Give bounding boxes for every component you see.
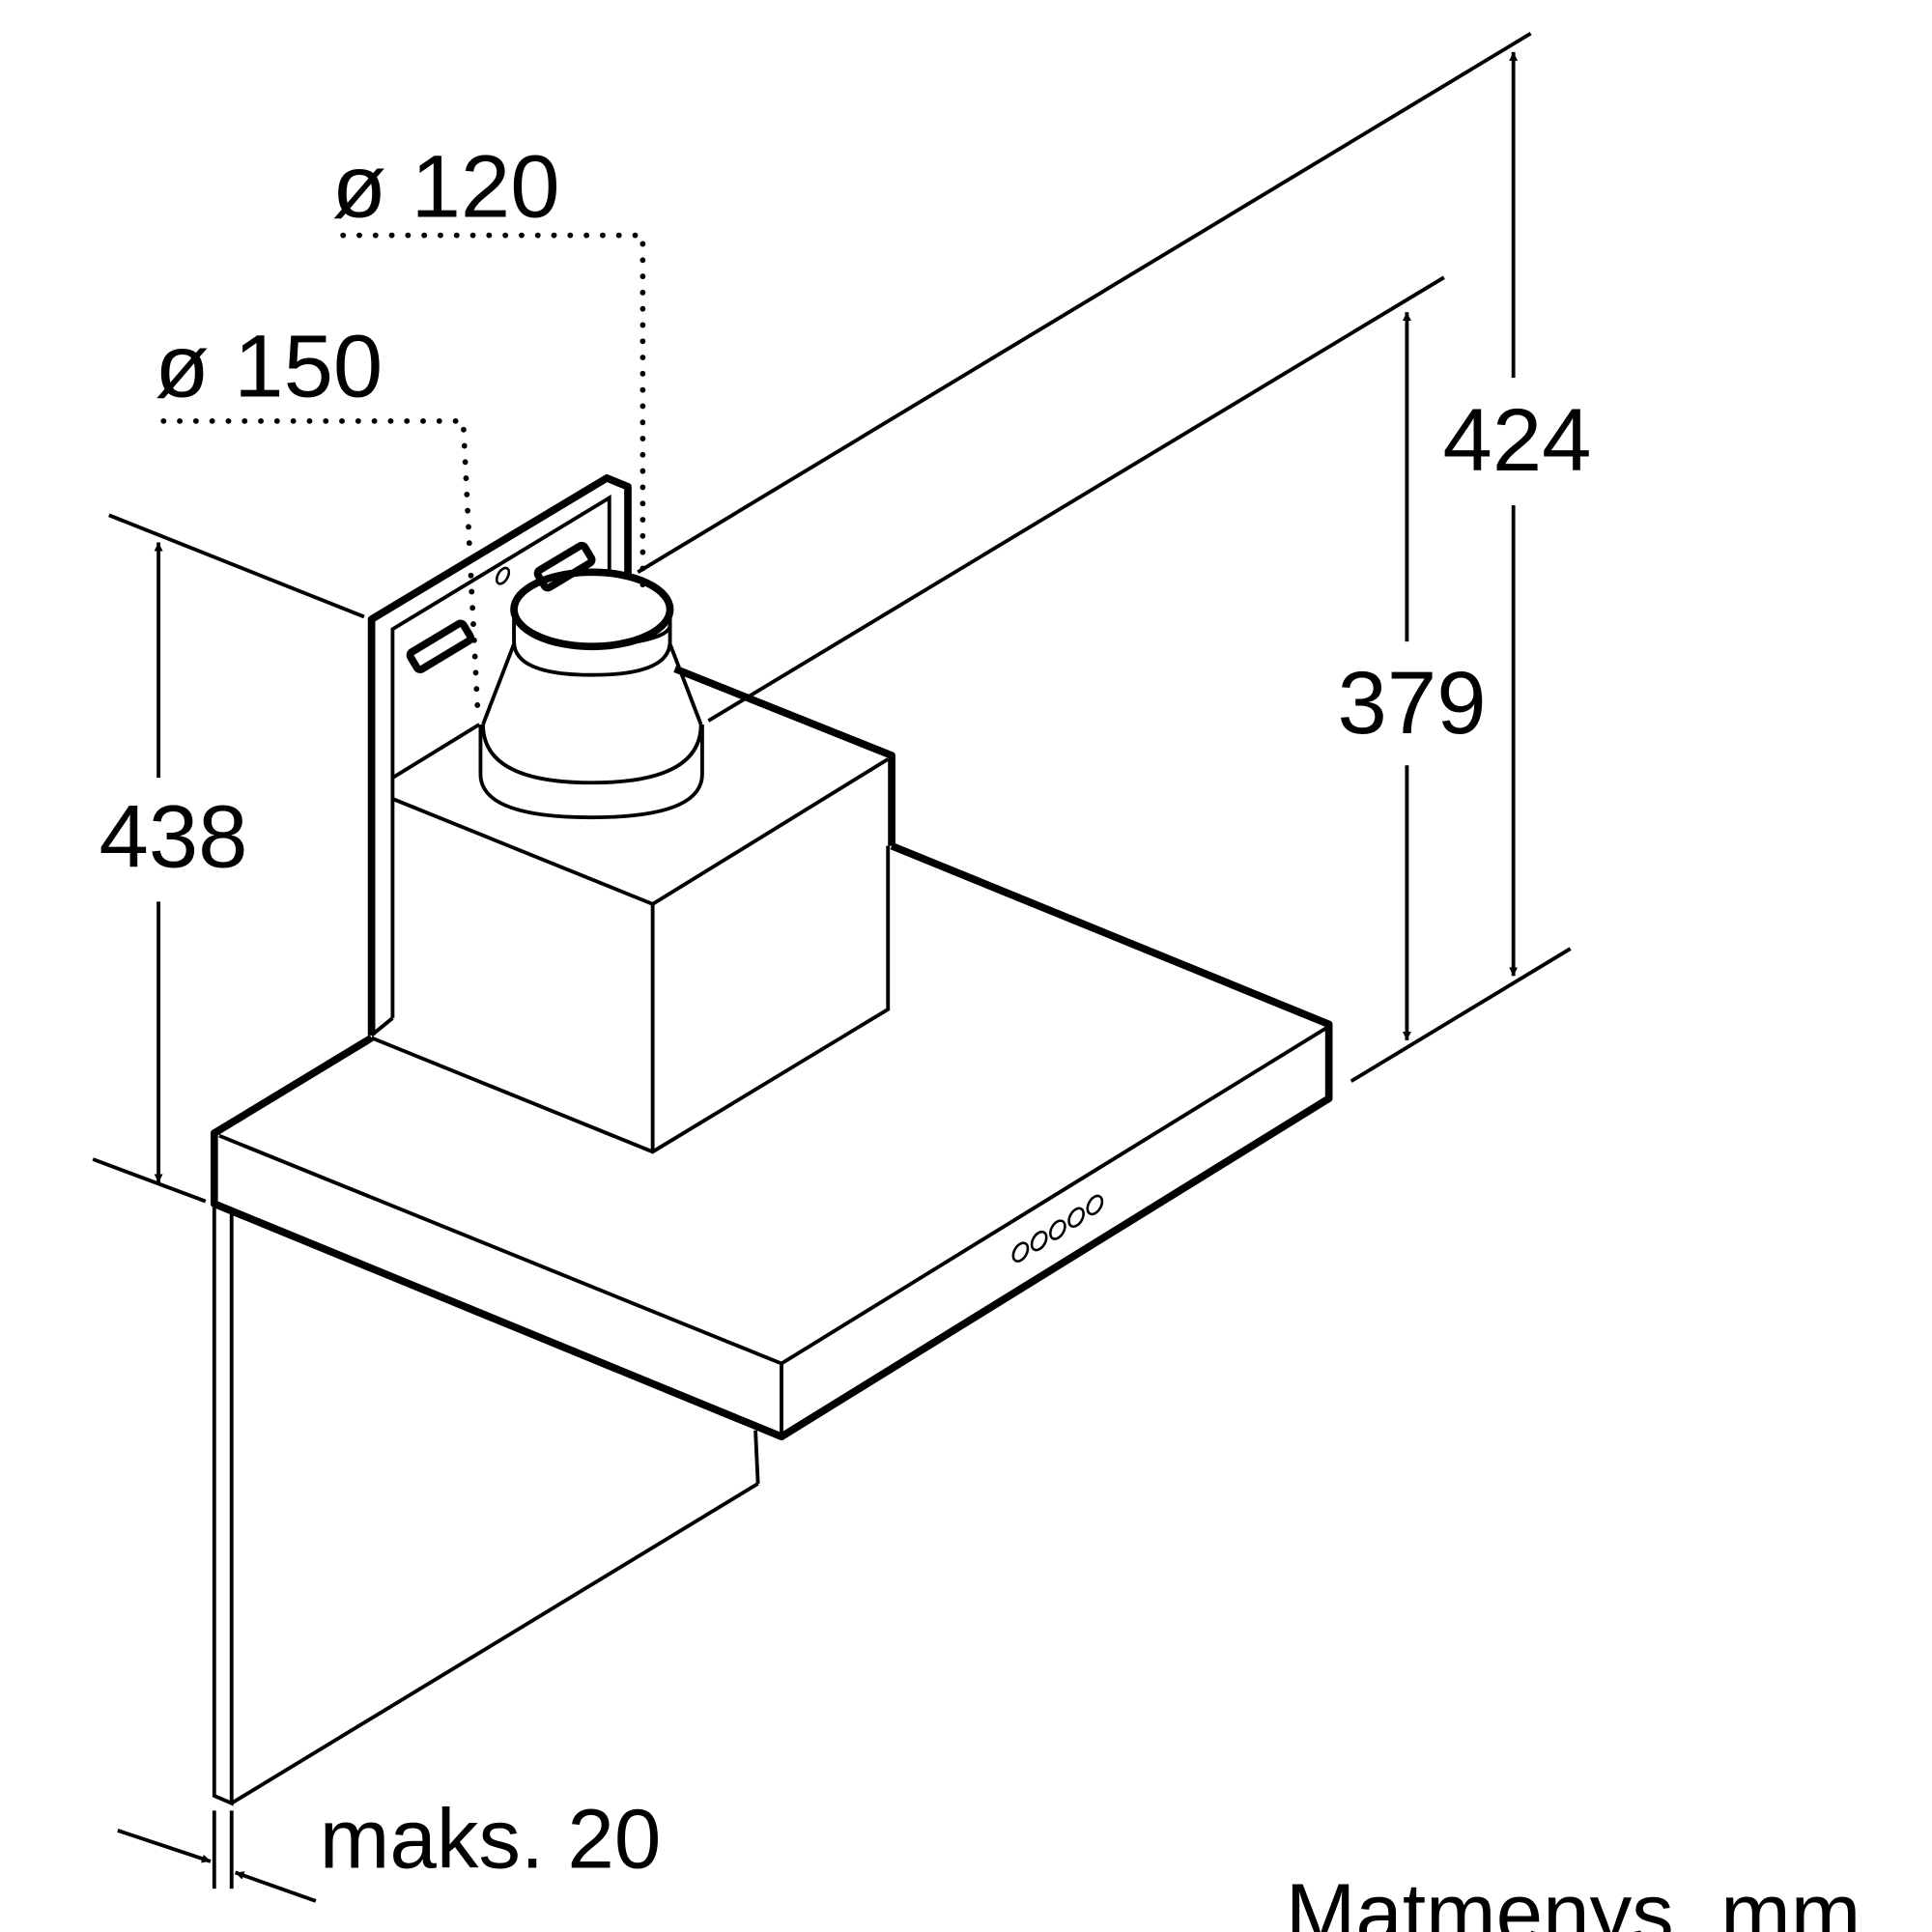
diameter-150-label: ø 150 — [155, 315, 383, 415]
dimension-379: 379 — [1338, 312, 1487, 1040]
dimension-424: 424 — [1443, 51, 1592, 977]
duct-adapter — [478, 568, 704, 820]
wall — [212, 1208, 760, 1806]
hood-canopy — [210, 842, 1333, 1441]
units-note: Matmenys, mm — [1286, 1866, 1861, 1932]
dimension-max-20: maks. 20 — [117, 1792, 662, 1903]
dimension-379-label: 379 — [1338, 652, 1487, 753]
mounting-slot — [406, 619, 475, 673]
wall-bracket — [367, 474, 632, 1037]
dimension-438-label: 438 — [99, 785, 247, 886]
diameter-120-callout: ø 120 — [332, 135, 646, 591]
extension-lines — [92, 31, 1572, 1204]
diameter-120-label: ø 120 — [332, 135, 560, 236]
dimension-424-label: 424 — [1443, 389, 1592, 490]
max-20-label: maks. 20 — [320, 1792, 662, 1886]
diameter-150-callout: ø 150 — [155, 315, 481, 722]
chimney-box — [370, 665, 895, 1154]
dimension-438: 438 — [99, 542, 247, 1183]
control-buttons — [1011, 1194, 1104, 1263]
